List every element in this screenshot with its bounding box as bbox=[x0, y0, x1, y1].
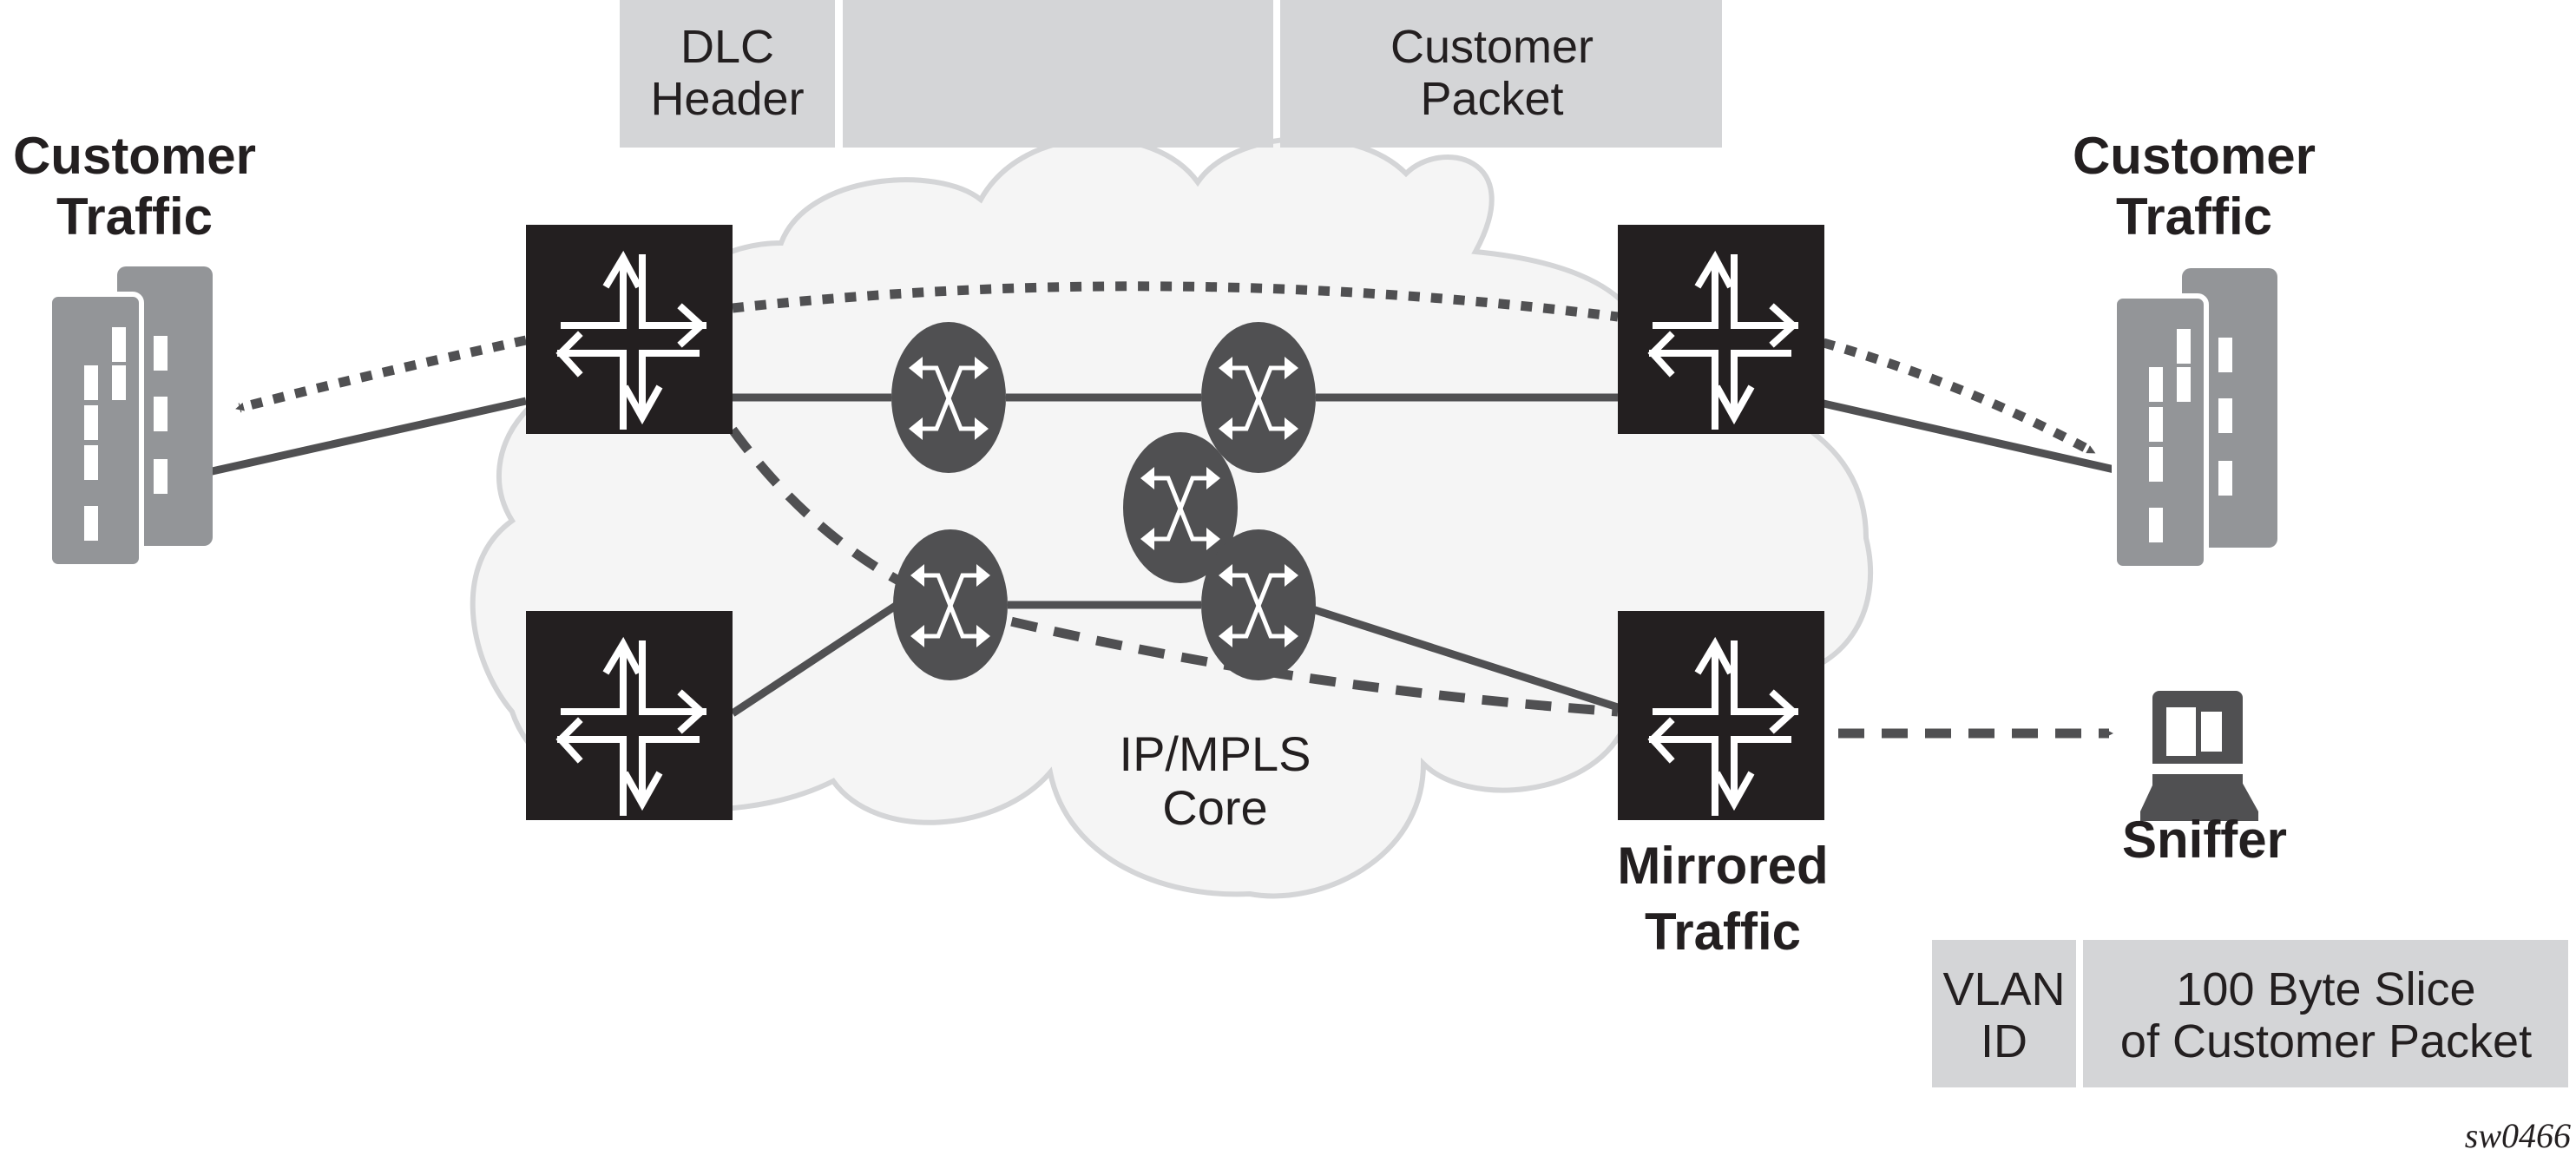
dlc-header-line-1: DLC bbox=[680, 21, 774, 73]
right-customer-site: Customer Traffic bbox=[2073, 127, 2316, 568]
vlan-id-line-2: ID bbox=[1981, 1015, 2027, 1067]
top-packet-format: DLC Header Customer Packet bbox=[620, 0, 1722, 148]
packet-field-vlan-id bbox=[1932, 940, 2076, 1087]
byte-slice-line-1: 100 Byte Slice bbox=[2176, 963, 2475, 1015]
mirrored-traffic-label-line-2: Traffic bbox=[1645, 903, 1801, 961]
sniffer: Sniffer bbox=[2122, 691, 2287, 869]
switch-icon bbox=[891, 322, 1006, 473]
router-icon bbox=[526, 225, 733, 434]
link-bottom-router-switch-bl bbox=[730, 595, 909, 717]
byte-slice-line-2: of Customer Packet bbox=[2120, 1015, 2532, 1067]
right-site-label-line-1: Customer bbox=[2073, 127, 2316, 185]
switch-icon bbox=[1201, 322, 1316, 473]
router-icon bbox=[1618, 225, 1824, 434]
sniffer-label: Sniffer bbox=[2122, 811, 2287, 869]
packet-field-customer-packet bbox=[1280, 0, 1722, 148]
figure-id: sw0466 bbox=[2465, 1116, 2571, 1155]
mirrored-traffic-path bbox=[728, 426, 2113, 739]
customer-packet-line-1: Customer bbox=[1390, 21, 1594, 73]
core-label-line-2: Core bbox=[1162, 780, 1267, 835]
mirror-path-through-core bbox=[728, 426, 1619, 717]
mirrored-traffic-label-line-1: Mirrored bbox=[1617, 837, 1828, 895]
dlc-header-line-2: Header bbox=[650, 73, 804, 125]
switch-icon bbox=[1201, 529, 1316, 680]
building-icon bbox=[49, 266, 213, 567]
sniffer-computer-icon bbox=[2140, 691, 2258, 821]
customer-traffic-paths bbox=[235, 281, 2096, 456]
core-label-line-1: IP/MPLS bbox=[1120, 726, 1311, 781]
right-site-label-line-2: Traffic bbox=[2116, 187, 2272, 246]
packet-field-byte-slice bbox=[2083, 940, 2568, 1087]
packet-field-dlc-header bbox=[620, 0, 835, 148]
left-site-label-line-2: Traffic bbox=[56, 187, 213, 246]
customer-packet-line-2: Packet bbox=[1420, 73, 1563, 125]
link-right-router-right-building bbox=[1823, 399, 2115, 474]
mirrored-packet-format: VLAN ID 100 Byte Slice of Customer Packe… bbox=[1932, 940, 2568, 1087]
switch-icon bbox=[893, 529, 1008, 680]
packet-field-middle bbox=[843, 0, 1273, 148]
mirror-router-icon bbox=[1618, 611, 1824, 820]
traffic-path-to-left-site bbox=[235, 335, 528, 413]
left-customer-site: Customer Traffic bbox=[13, 127, 256, 567]
building-icon bbox=[2114, 268, 2277, 568]
physical-links bbox=[207, 393, 2115, 717]
link-switch-br-mirror-router bbox=[1305, 603, 1620, 712]
link-left-building-router bbox=[207, 397, 527, 476]
vlan-id-line-1: VLAN bbox=[1942, 963, 2065, 1015]
traffic-path-to-right-site bbox=[1822, 338, 2096, 456]
left-site-label-line-1: Customer bbox=[13, 127, 256, 185]
router-icon bbox=[526, 611, 733, 820]
